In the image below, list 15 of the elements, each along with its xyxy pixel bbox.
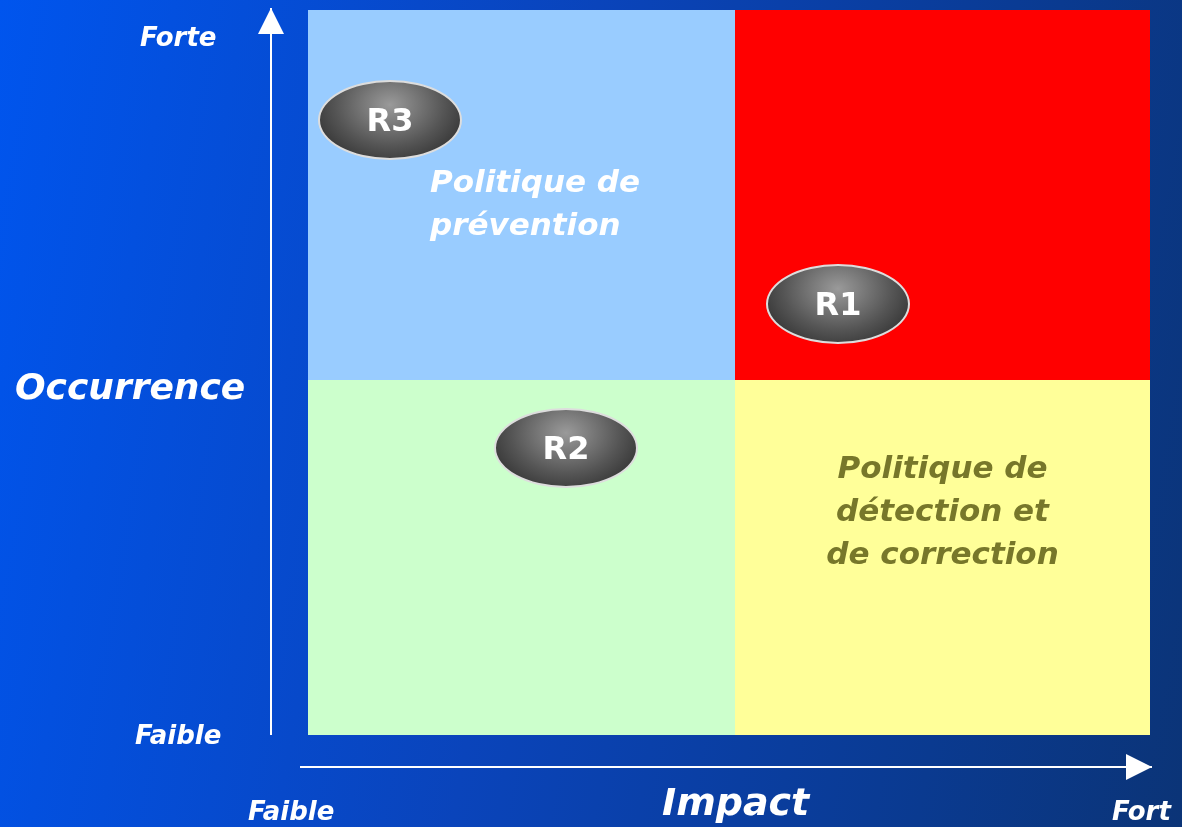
axis-title: Impact bbox=[662, 780, 810, 824]
quadrant-label: Politique de prévention bbox=[430, 162, 641, 244]
axis-end-label: Faible bbox=[135, 720, 222, 750]
axis-title: Occurrence bbox=[15, 366, 246, 407]
axis-end-label: Faible bbox=[248, 796, 335, 826]
axis-end-label: Forte bbox=[140, 22, 217, 52]
quadrant bbox=[735, 10, 1150, 380]
risk-ellipse: R1 bbox=[766, 264, 910, 344]
quadrant bbox=[308, 380, 735, 735]
quadrant bbox=[308, 10, 735, 380]
risk-ellipse: R2 bbox=[494, 408, 638, 488]
risk-ellipse: R3 bbox=[318, 80, 462, 160]
quadrant-label: Politique de détection et de correction bbox=[825, 448, 1060, 573]
axis-end-label: Fort bbox=[1112, 796, 1171, 826]
quadrant bbox=[735, 380, 1150, 735]
